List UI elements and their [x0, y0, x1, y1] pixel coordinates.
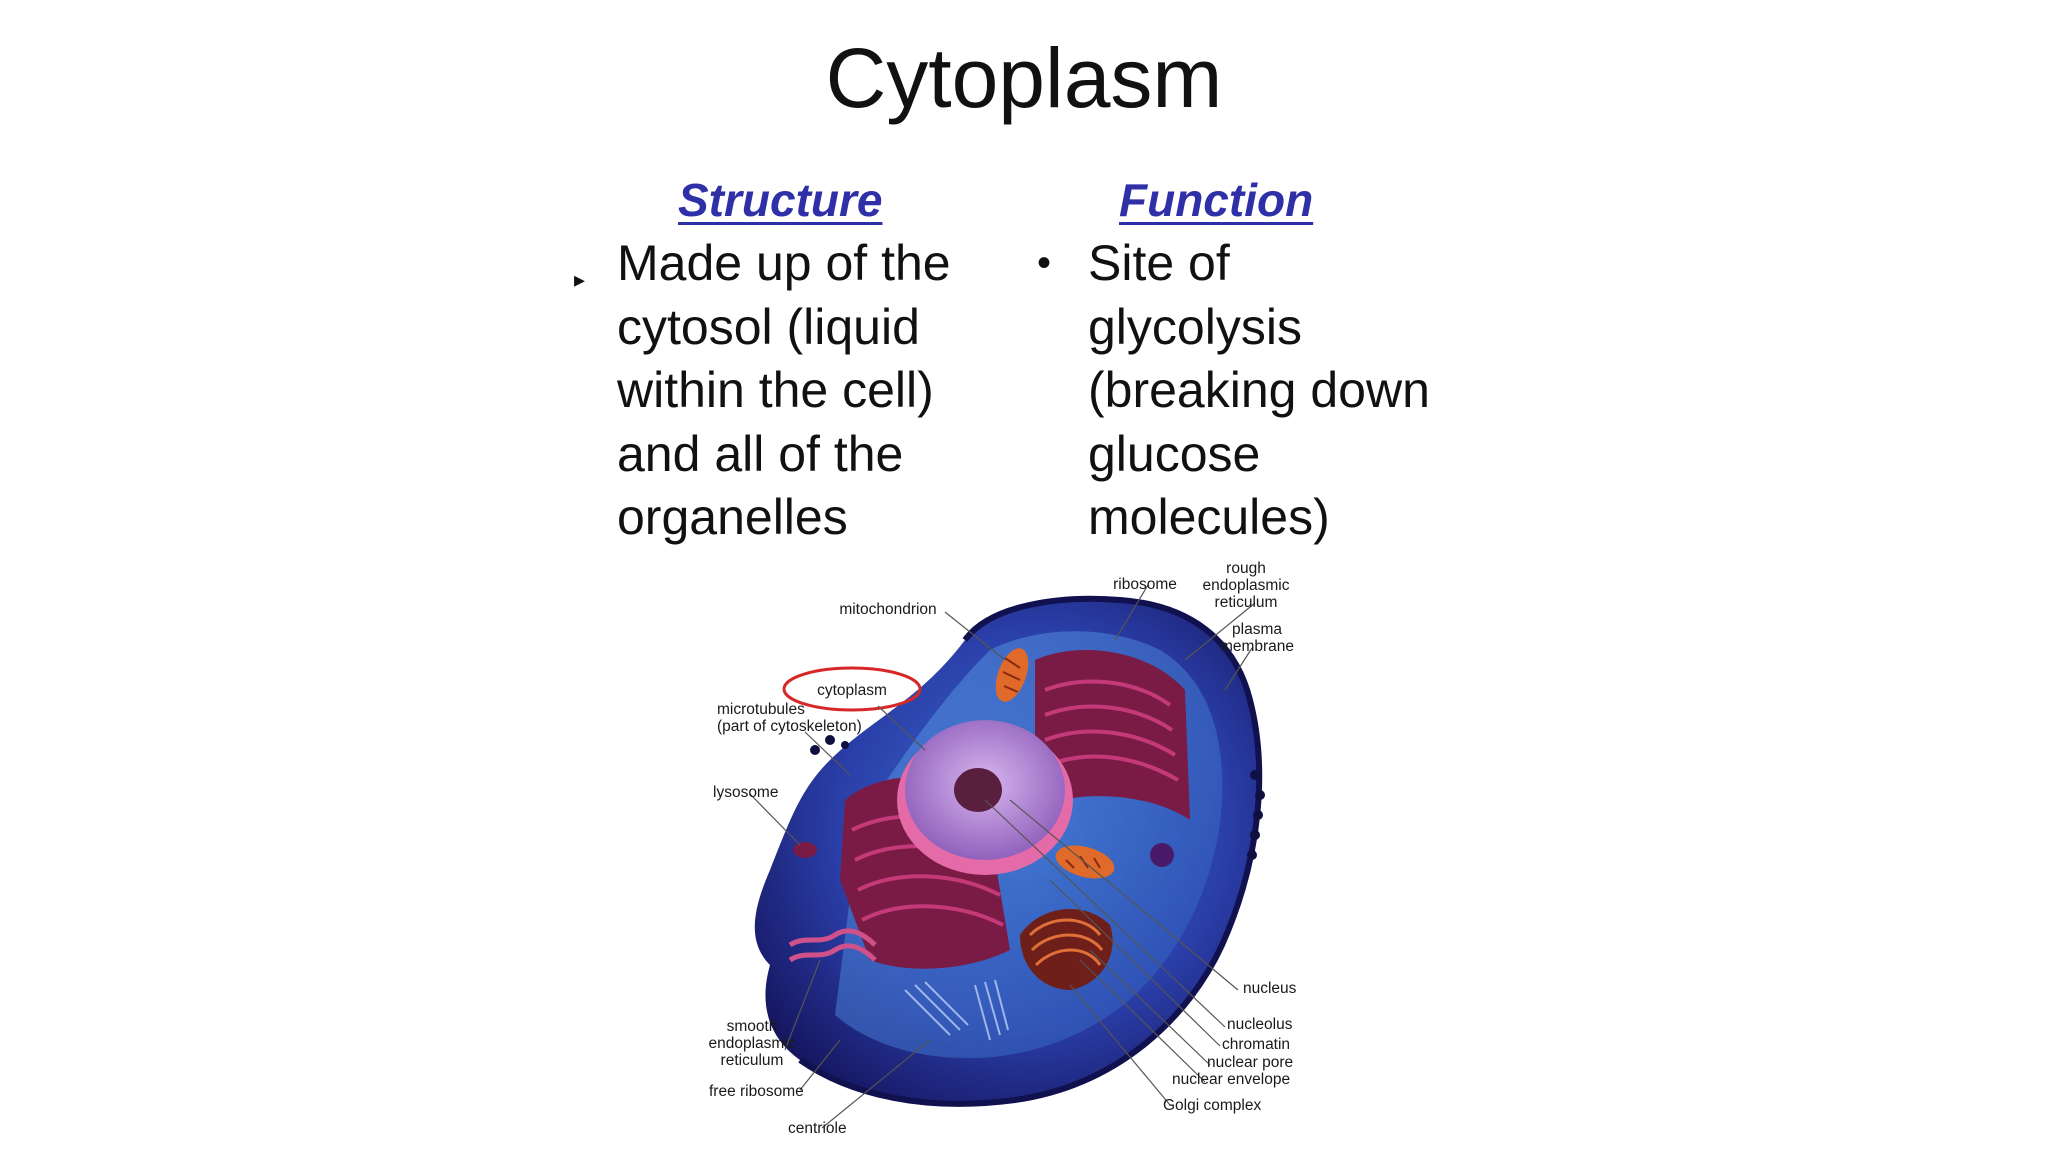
- label-smooth-er: smooth: [727, 1018, 778, 1035]
- nucleolus-icon: [954, 768, 1002, 812]
- label-rough-er: rough: [1226, 560, 1266, 577]
- label-mitochondrion: mitochondrion: [839, 601, 936, 618]
- label-microtubules: microtubules: [717, 701, 805, 718]
- lysosome-icon: [793, 842, 817, 858]
- label-plasma-membrane: plasma: [1232, 621, 1282, 638]
- label-free-ribosome: free ribosome: [709, 1083, 804, 1100]
- label-chromatin: chromatin: [1222, 1036, 1290, 1053]
- label-cytoplasm: cytoplasm: [817, 682, 887, 699]
- label-plasma-membrane: membrane: [1220, 638, 1294, 655]
- label-centriole: centriole: [788, 1120, 847, 1137]
- label-golgi-complex: Golgi complex: [1163, 1097, 1261, 1114]
- label-nucleus: nucleus: [1243, 980, 1297, 997]
- vesicle-icon: [1150, 843, 1174, 867]
- label-ribosome: ribosome: [1113, 576, 1177, 593]
- label-rough-er: reticulum: [1215, 594, 1278, 611]
- label-nuclear-envelope: nuclear envelope: [1172, 1071, 1290, 1088]
- label-lysosome: lysosome: [713, 784, 778, 801]
- label-nuclear-pore: nuclear pore: [1207, 1054, 1293, 1071]
- label-nucleolus: nucleolus: [1227, 1016, 1293, 1033]
- label-microtubules: (part of cytoskeleton): [717, 718, 862, 735]
- label-smooth-er: reticulum: [721, 1052, 784, 1069]
- label-rough-er: endoplasmic: [1202, 577, 1289, 594]
- label-smooth-er: endoplasmic: [708, 1035, 795, 1052]
